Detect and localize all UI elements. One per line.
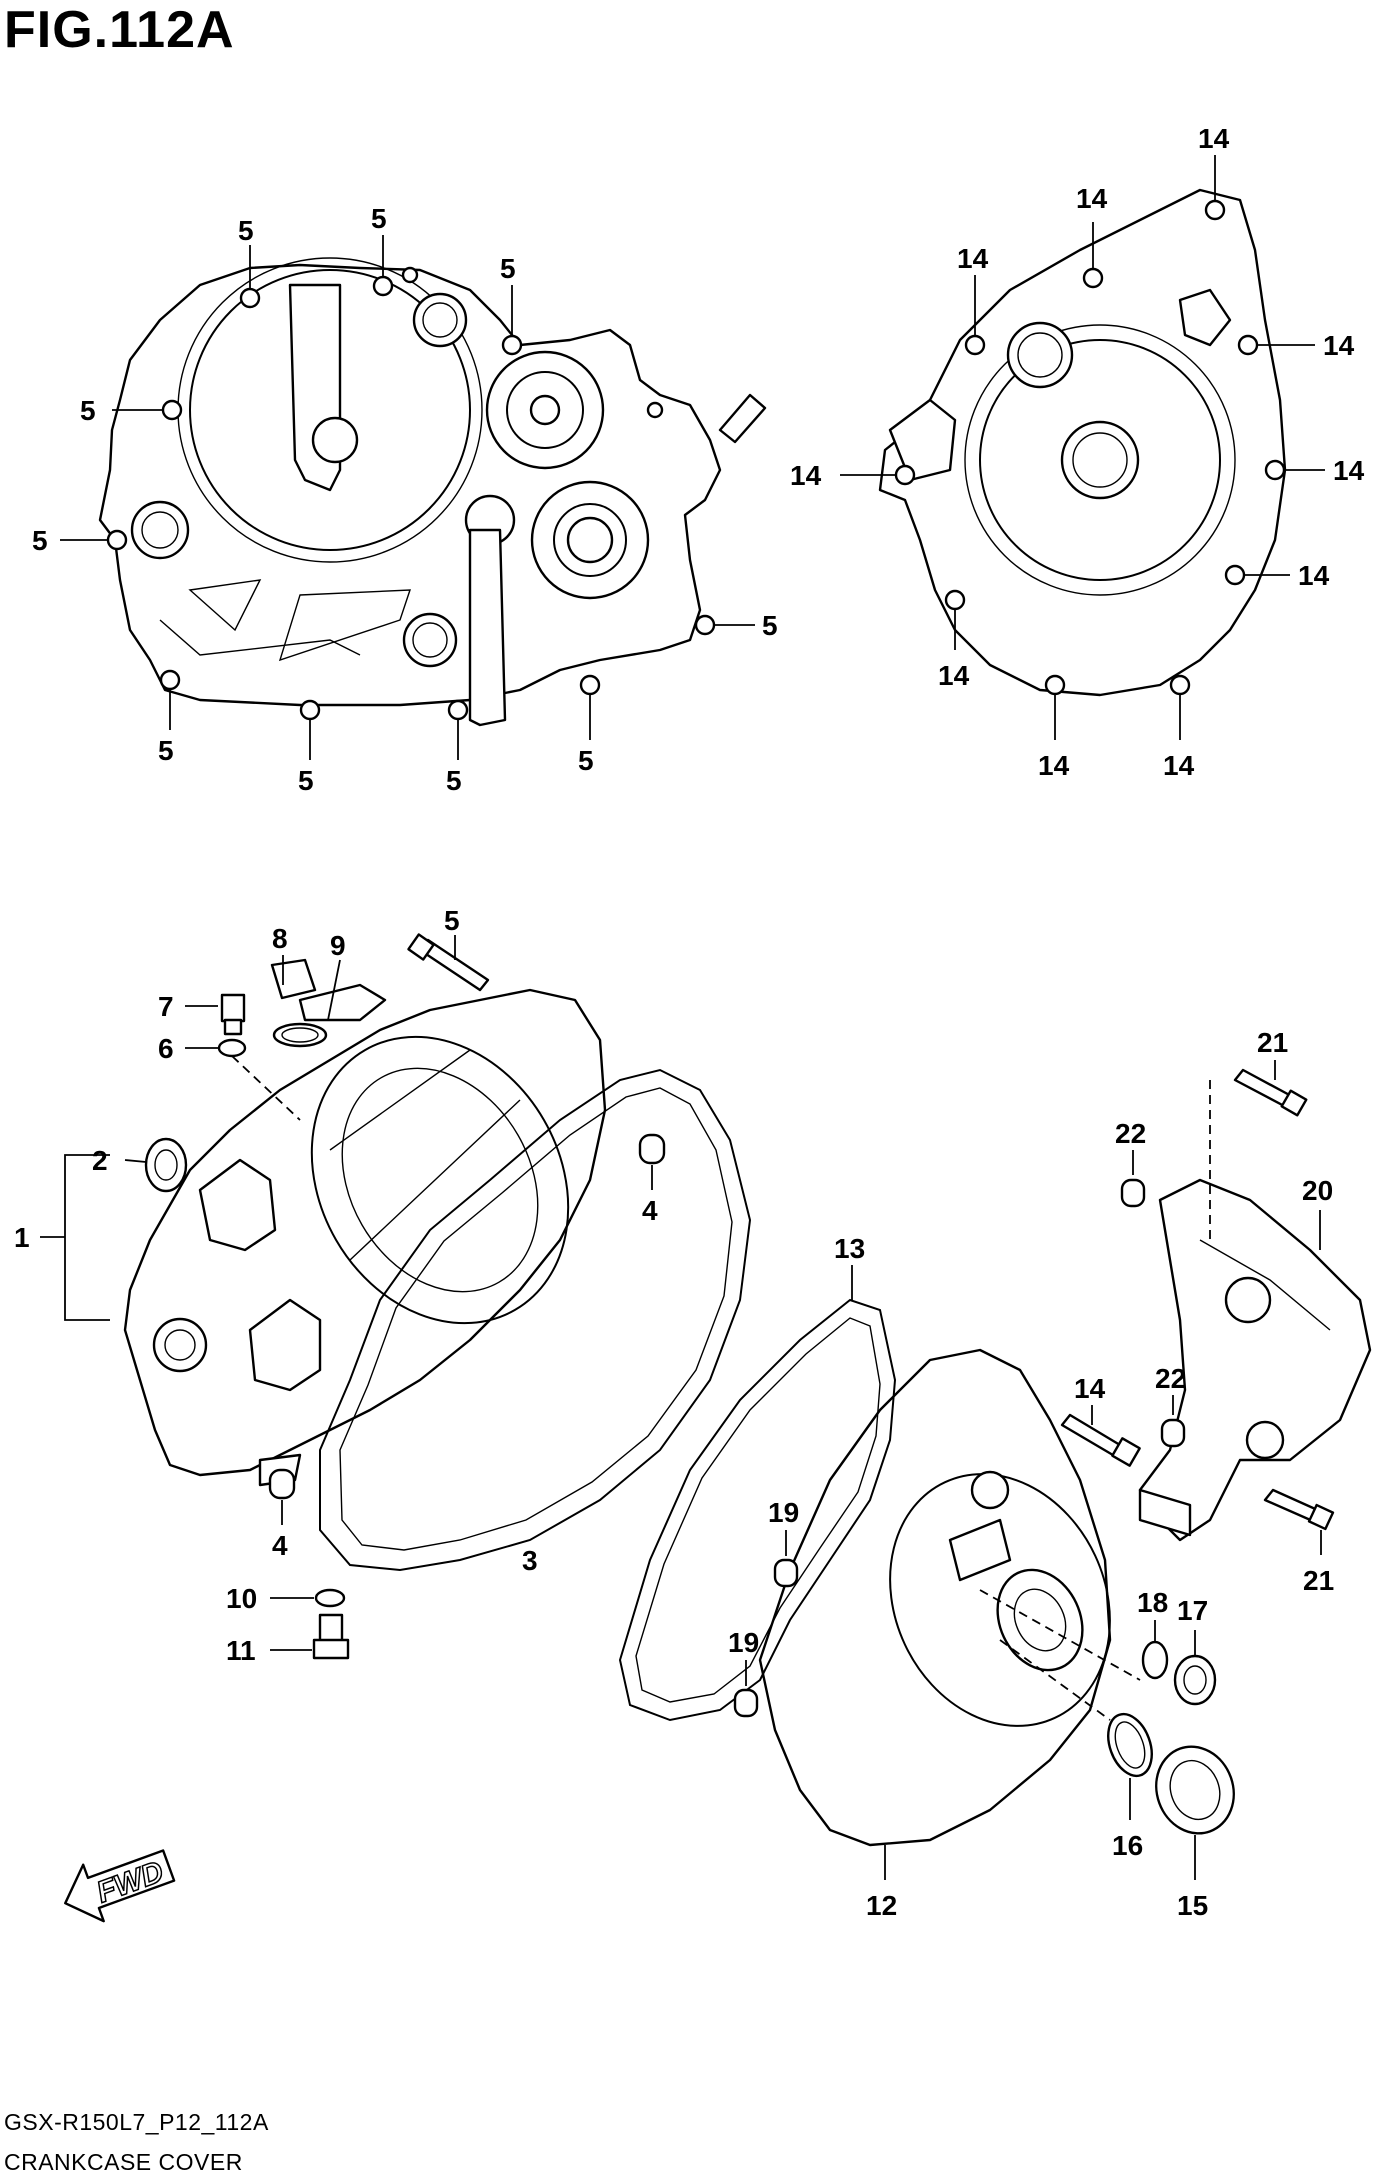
- callout-5: 5: [446, 765, 462, 796]
- callout-21: 21: [1303, 1565, 1334, 1596]
- callout-14: 14: [1298, 560, 1330, 591]
- callout-14: 14: [1163, 750, 1195, 781]
- part-3-gasket: [319, 1068, 752, 1572]
- callout-14: 14: [938, 660, 970, 691]
- callout-4: 4: [272, 1530, 288, 1561]
- part-5-bolt: [407, 933, 490, 992]
- fwd-arrow-icon: [64, 1849, 176, 1923]
- callout-17: 17: [1177, 1595, 1208, 1626]
- callout-10: 10: [226, 1583, 257, 1614]
- callout-14: 14: [1198, 123, 1230, 154]
- callout-8: 8: [272, 923, 288, 954]
- fwd-badge: FWD: [64, 1849, 176, 1923]
- callout-1: 1: [14, 1222, 30, 1253]
- callout-12: 12: [866, 1890, 897, 1921]
- clutch-cover-outline: [98, 257, 767, 727]
- callout-11: 11: [226, 1635, 256, 1666]
- callout-14: 14: [1076, 183, 1108, 214]
- callout-5: 5: [762, 610, 778, 641]
- callout-5: 5: [80, 395, 96, 426]
- part-13-gasket: [618, 1265, 897, 1722]
- callout-18: 18: [1137, 1587, 1168, 1618]
- part-14-bolt: [1060, 1405, 1141, 1467]
- magneto-cover-outline: [878, 188, 1287, 697]
- callout-6: 6: [158, 1033, 174, 1064]
- callout-5: 5: [444, 905, 460, 936]
- callout-4: 4: [642, 1195, 658, 1226]
- callout-5: 5: [298, 765, 314, 796]
- callout-16: 16: [1112, 1830, 1143, 1861]
- callout-9: 9: [330, 930, 346, 961]
- callout-5: 5: [500, 253, 516, 284]
- callout-19: 19: [728, 1627, 759, 1658]
- part-1-clutch-cover: [123, 983, 607, 1487]
- callout-14: 14: [790, 460, 822, 491]
- callout-5: 5: [371, 203, 387, 234]
- callout-20: 20: [1302, 1175, 1333, 1206]
- footer-model-code: GSX-R150L7_P12_112A: [4, 2109, 269, 2135]
- parts-callouts: 1 2 3 4 4 5 6 7 8 9 10 11 12 13 14 15 16…: [14, 905, 1334, 1921]
- parts-6-to-9-plug-and-seals: [185, 955, 341, 1121]
- part-1-bracket: [40, 1154, 110, 1321]
- callout-14: 14: [1038, 750, 1070, 781]
- clutch-cover-leaders: [60, 235, 755, 760]
- magneto-cover-callouts: 14 14 14 14 14 14 14 14 14 14: [790, 123, 1365, 781]
- callout-2: 2: [92, 1145, 108, 1176]
- callout-13: 13: [834, 1233, 865, 1264]
- magneto-cover-leaders: [840, 155, 1325, 740]
- callout-14: 14: [957, 243, 989, 274]
- callout-15: 15: [1177, 1890, 1208, 1921]
- parts-10-11-drain-bolt: [270, 1588, 350, 1660]
- callout-7: 7: [158, 991, 174, 1022]
- callout-22: 22: [1115, 1118, 1146, 1149]
- parts-20-22-guard: [1120, 1060, 1372, 1555]
- callout-14: 14: [1323, 330, 1355, 361]
- callout-5: 5: [578, 745, 594, 776]
- part-2-oil-seal: [124, 1137, 188, 1193]
- callout-22: 22: [1155, 1363, 1186, 1394]
- parts-15-to-18-plugs-and-rings: [1107, 1620, 1235, 1880]
- clutch-cover-callouts: 5 5 5 5 5 5 5 5 5 5 5 5: [32, 203, 778, 796]
- callout-14: 14: [1074, 1373, 1106, 1404]
- callout-14: 14: [1333, 455, 1365, 486]
- callout-19: 19: [768, 1497, 799, 1528]
- callout-3: 3: [522, 1545, 538, 1576]
- figure-title: FIG.112A: [4, 1, 235, 59]
- footer-section-name: CRANKCASE COVER: [4, 2149, 243, 2175]
- part-12-magneto-cover: [758, 1348, 1141, 1880]
- part-19-dowels: [733, 1530, 799, 1718]
- callout-5: 5: [32, 525, 48, 556]
- callout-5: 5: [238, 215, 254, 246]
- callout-5: 5: [158, 735, 174, 766]
- callout-21: 21: [1257, 1027, 1288, 1058]
- part-4-dowel-pins: [268, 1133, 666, 1525]
